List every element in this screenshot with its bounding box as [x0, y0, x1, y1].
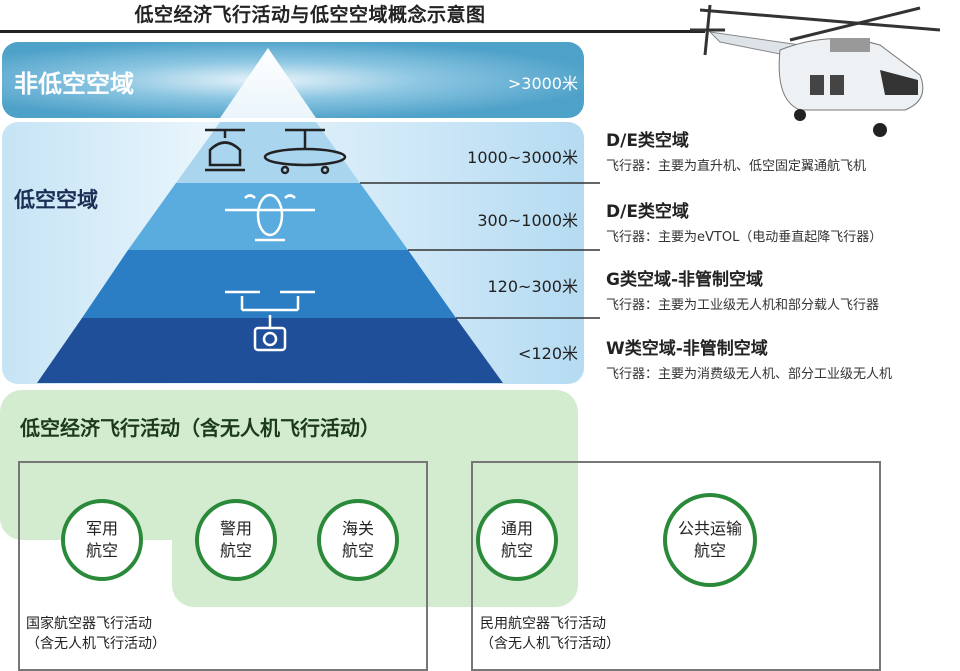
title-divider: [0, 30, 705, 33]
low-econ-activity-label: 低空经济飞行活动（含无人机飞行活动）: [20, 416, 380, 440]
pyramid-apex: [220, 48, 316, 118]
aircraft-description: 飞行器：主要为消费级无人机、部分工业级无人机: [606, 367, 893, 382]
circle-label: 军用: [85, 519, 118, 538]
low-airspace-label: 低空空域: [14, 188, 98, 212]
drone-icon: [225, 290, 315, 312]
aircraft-description: 飞行器：主要为工业级无人机和部分载人飞行器: [606, 298, 880, 313]
circle-label: 航空: [500, 541, 533, 560]
state-activity-sublabel: （含无人机飞行活动）: [26, 636, 166, 652]
camera-drone-icon: [253, 315, 287, 352]
civil-activity-sublabel: （含无人机飞行活动）: [480, 636, 620, 652]
altitude-label: <120米: [518, 344, 578, 363]
page-title: 低空经济飞行活动与低空空域概念示意图: [134, 4, 486, 26]
airspace-class: D/E类空域: [606, 202, 689, 222]
airplane-icon: [263, 128, 347, 175]
pyramid-layer-2: [128, 183, 408, 250]
circle-label: 通用: [500, 519, 533, 538]
non-low-airspace-label: 非低空空域: [14, 70, 134, 98]
airspace-class: W类空域-非管制空域: [606, 339, 768, 359]
circle-label: 航空: [85, 541, 118, 560]
pyramid-layer-1: [176, 122, 360, 183]
circle-label: 航空: [219, 541, 252, 560]
state-activity-label: 国家航空器飞行活动: [26, 616, 152, 632]
airspace-class: G类空域-非管制空域: [606, 270, 764, 290]
circle-label: 警用: [219, 519, 252, 538]
aircraft-description: 飞行器：主要为eVTOL（电动垂直起降飞行器）: [606, 230, 883, 245]
circle-label: 公共运输: [677, 519, 742, 538]
circle-label: 海关: [341, 519, 374, 538]
altitude-label: 300~1000米: [477, 211, 578, 230]
customs-aviation-circle: 海关航空: [317, 499, 399, 581]
altitude-label: 120~300米: [487, 277, 579, 296]
pyramid-layer-3: [82, 250, 456, 318]
airspace-pyramid: [37, 48, 600, 383]
altitude-label: >3000米: [507, 74, 578, 93]
circle-label: 航空: [341, 541, 374, 560]
general-aviation-circle: 通用航空: [476, 499, 558, 581]
police-aviation-circle: 警用航空: [195, 499, 277, 581]
circle-label: 航空: [693, 541, 726, 560]
helicopter-illustration: [690, 4, 941, 137]
airspace-class: D/E类空域: [606, 131, 689, 151]
evtol-icon: [225, 193, 315, 242]
public-transport-aviation-circle: 公共运输航空: [663, 493, 757, 587]
helicopter-icon: [205, 128, 245, 172]
aircraft-description: 飞行器：主要为直升机、低空固定翼通航飞机: [606, 159, 867, 174]
altitude-label: 1000~3000米: [467, 148, 578, 167]
civil-activity-label: 民用航空器飞行活动: [480, 616, 606, 632]
military-aviation-circle: 军用航空: [61, 499, 143, 581]
